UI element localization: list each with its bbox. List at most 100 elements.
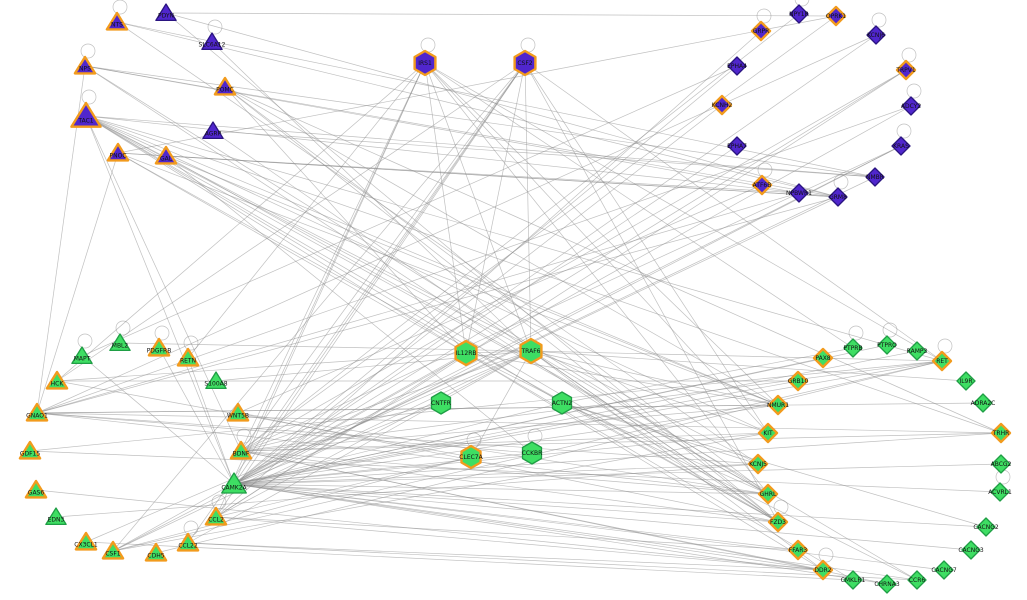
edge-layer	[29, 12, 1002, 585]
node-shape-HCK	[45, 370, 69, 390]
node-NPS[interactable]: NPS	[73, 55, 97, 75]
node-KCNH2[interactable]: KCNH2	[712, 94, 733, 116]
node-KIT[interactable]: KIT	[757, 422, 779, 444]
node-PNOC[interactable]: PNOC	[106, 142, 130, 162]
node-label-CNTFR: CNTFR	[431, 400, 451, 407]
node-TAC1[interactable]: TAC1	[70, 101, 102, 128]
node-CCL2[interactable]: CCL2	[204, 506, 228, 526]
node-label-FFAR3: FFAR3	[789, 547, 808, 554]
node-GRB10[interactable]: GRB10	[788, 370, 809, 392]
node-HCK[interactable]: HCK	[45, 370, 69, 390]
node-IL12RB[interactable]: IL12RB	[454, 339, 478, 367]
selfloop-MAPT	[77, 333, 93, 349]
node-TRPV1[interactable]: TRPV1	[895, 59, 917, 81]
node-BDNF[interactable]: BDNF	[229, 440, 253, 460]
node-PDYN[interactable]: PDYN	[155, 3, 177, 22]
edge-CAMK2A-PTPRO	[233, 344, 888, 485]
node-NMUR1[interactable]: NMUR1	[767, 394, 789, 416]
node-KRAS[interactable]: KRAS	[891, 136, 911, 156]
edge-KCNJ6-GNAO1	[36, 34, 877, 414]
node-CCR6[interactable]: CCR6	[907, 570, 927, 590]
node-RAMP3[interactable]: RAMP3	[907, 341, 928, 361]
node-DDR2[interactable]: DDR2	[812, 559, 834, 581]
node-SLC6A12[interactable]: SLC6A12	[199, 32, 226, 51]
node-NMBR[interactable]: NMBR	[865, 167, 885, 187]
node-ADRA2C[interactable]: ADRA2C	[971, 393, 996, 413]
node-IL9R[interactable]: IL9R	[956, 371, 976, 391]
node-GHRL[interactable]: GHRL	[757, 483, 779, 505]
node-GDF15[interactable]: GDF15	[18, 440, 42, 460]
node-MBL2[interactable]: MBL2	[109, 333, 131, 352]
node-CDH5[interactable]: CDH5	[144, 542, 168, 562]
edge-CNTFR-BDNF	[240, 402, 442, 452]
node-KCNJ6[interactable]: KCNJ6	[866, 25, 886, 45]
node-TRAF6[interactable]: TRAF6	[519, 337, 543, 365]
node-IRS1[interactable]: IRS1	[413, 49, 437, 77]
node-GAL[interactable]: GAL	[154, 145, 178, 165]
selfloop-GRPR	[756, 8, 772, 24]
node-WNT5B[interactable]: WNT5B	[226, 402, 250, 422]
node-PAX8[interactable]: PAX8	[812, 347, 834, 369]
node-EPHA7[interactable]: EPHA7	[727, 136, 747, 156]
node-FFAR3[interactable]: FFAR3	[787, 539, 809, 561]
edge-POMC-NMUR1	[224, 86, 779, 406]
node-CACNG2[interactable]: CACNG2	[973, 517, 999, 537]
node-GRM8[interactable]: GRM8	[828, 187, 848, 207]
node-CMKLR1[interactable]: CMKLR1	[841, 570, 866, 590]
node-NPBWR1[interactable]: NPBWR1	[786, 183, 812, 203]
node-NPY1R[interactable]: NPY1R	[789, 4, 809, 24]
node-RETN[interactable]: RETN	[176, 347, 200, 367]
node-CACNG3[interactable]: CACNG3	[958, 540, 984, 560]
node-GNAO1[interactable]: GNAO1	[25, 402, 49, 422]
node-shape-SLC6A12	[201, 32, 223, 51]
edge-GNAO1-TRHR	[36, 412, 1002, 434]
node-FZD3[interactable]: FZD3	[767, 511, 789, 533]
edge-CAMK2A-GRB10	[233, 380, 799, 485]
node-CCL22[interactable]: CCL22	[176, 532, 200, 552]
node-CSF2[interactable]: CSF2	[513, 49, 537, 77]
node-AGRP[interactable]: AGRP	[202, 121, 224, 140]
node-EDN3[interactable]: EDN3	[45, 507, 67, 526]
edge-CNTFR-CAMK2A	[233, 402, 442, 485]
edge-OPRK1-BDNF	[240, 15, 837, 452]
edge-CLEC7A-CCL2	[215, 456, 472, 518]
edge-CSF2-IL12RB	[465, 62, 526, 354]
node-PDGFRB[interactable]: PDGFRB	[147, 337, 172, 357]
node-CLEC7A[interactable]: CLEC7A	[459, 444, 484, 470]
node-shape-NPY1R	[789, 4, 809, 24]
node-RET[interactable]: RET	[931, 350, 953, 372]
node-ACVRL1[interactable]: ACVRL1	[988, 482, 1012, 502]
node-PTPRO[interactable]: PTPRO	[877, 335, 897, 355]
node-label-S100A8: S100A8	[204, 381, 227, 388]
node-POMC[interactable]: POMC	[213, 76, 237, 96]
node-CX3CL1[interactable]: CX3CL1	[74, 531, 98, 551]
node-label-GRPR: GRPR	[753, 28, 770, 35]
node-CNTFR[interactable]: CNTFR	[430, 391, 452, 415]
node-KCNJ5[interactable]: KCNJ5	[747, 453, 769, 475]
node-TRHR[interactable]: TRHR	[990, 422, 1012, 444]
edge-S100A8-TRAF6	[215, 350, 532, 382]
node-shape-PDGFRB	[147, 337, 171, 357]
node-CACNG7[interactable]: CACNG7	[931, 560, 957, 580]
edge-IRS1-CAMK2A	[233, 62, 426, 485]
node-GAS6[interactable]: GAS6	[24, 479, 48, 499]
node-ABCG2[interactable]: ABCG2	[991, 454, 1012, 474]
node-ACTN2[interactable]: ACTN2	[551, 391, 572, 415]
node-S100A8[interactable]: S100A8	[204, 371, 228, 390]
node-NTS[interactable]: NTS	[105, 11, 129, 31]
node-PTPRB[interactable]: PTPRB	[843, 338, 863, 358]
edge-GAL-NMUR1	[165, 155, 779, 406]
node-OPRK1[interactable]: OPRK1	[825, 5, 846, 27]
node-EPHA4[interactable]: EPHA4	[727, 56, 747, 76]
node-CAMK2A[interactable]: CAMK2A	[221, 472, 248, 494]
node-CHRNA3[interactable]: CHRNA3	[874, 574, 900, 594]
node-CSF1[interactable]: CSF1	[101, 540, 125, 560]
node-GRPR[interactable]: GRPR	[750, 20, 772, 42]
node-ADCY2[interactable]: ADCY2	[901, 96, 921, 116]
selfloop-RET	[937, 338, 953, 354]
node-CCKBR[interactable]: CCKBR	[522, 441, 543, 465]
node-ATF6B[interactable]: ATF6B	[751, 174, 773, 196]
node-MAPT[interactable]: MAPT	[71, 346, 93, 365]
node-shape-CCL2	[204, 506, 228, 526]
